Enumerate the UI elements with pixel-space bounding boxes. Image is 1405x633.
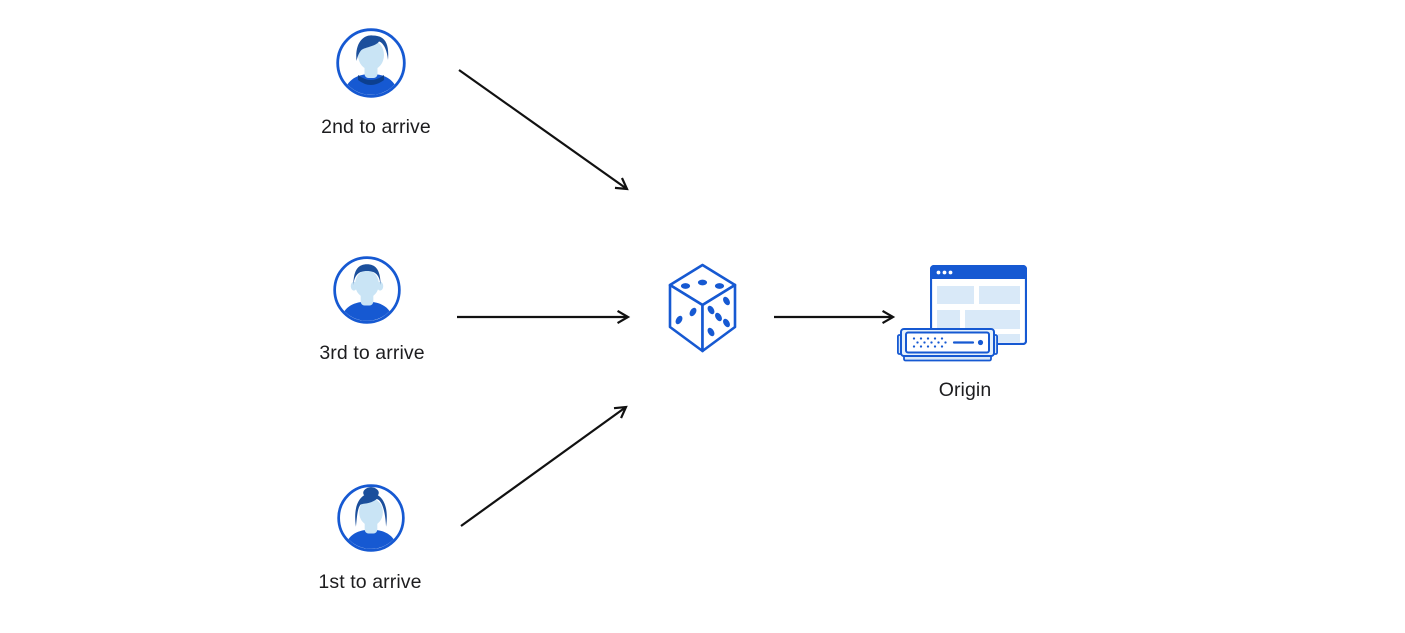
dice-icon	[668, 263, 737, 353]
label-user-first: 1st to arrive	[318, 571, 422, 593]
label-origin: Origin	[938, 379, 992, 401]
label-user-second: 2nd to arrive	[321, 116, 431, 138]
server-vent-dots	[912, 337, 947, 348]
edge-user-first-to-dice	[460, 405, 628, 527]
label-user-third: 3rd to arrive	[319, 342, 425, 364]
female-avatar-bun-icon	[337, 484, 405, 552]
male-avatar-swept-hair-icon	[336, 28, 406, 98]
edge-user-second-to-dice	[458, 69, 629, 191]
origin-server-icon	[897, 328, 998, 362]
male-avatar-short-hair-icon	[333, 256, 401, 324]
